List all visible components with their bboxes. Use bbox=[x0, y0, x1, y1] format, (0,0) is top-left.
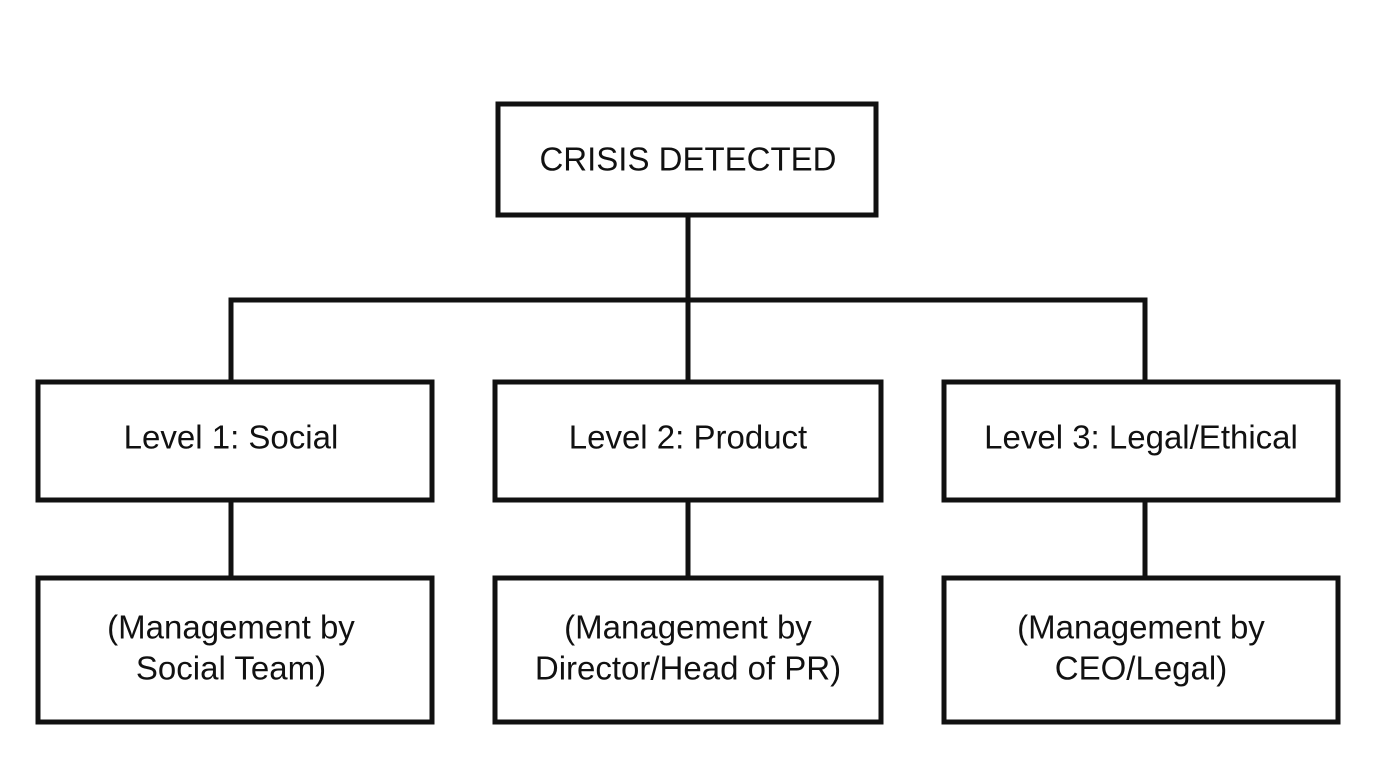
root-node-box bbox=[495, 101, 879, 218]
level-node-2: Level 2: Product bbox=[492, 379, 884, 503]
level-node-box bbox=[35, 379, 435, 503]
management-line-2: Director/Head of PR) bbox=[535, 650, 841, 687]
level-node-label: Level 1: Social bbox=[124, 419, 339, 456]
connectors bbox=[228, 212, 1148, 581]
management-node-1: (Management by Social Team) bbox=[35, 575, 435, 725]
management-line-1: (Management by bbox=[564, 609, 812, 646]
management-line-2: Social Team) bbox=[136, 650, 326, 687]
management-node-box bbox=[941, 575, 1341, 725]
level-node-1: Level 1: Social bbox=[35, 379, 435, 503]
root-node: CRISIS DETECTED bbox=[495, 101, 879, 218]
management-line-2: CEO/Legal) bbox=[1055, 650, 1227, 687]
management-node-2: (Management by Director/Head of PR) bbox=[492, 575, 884, 725]
management-line-1: (Management by bbox=[1017, 609, 1265, 646]
level-node-box bbox=[492, 379, 884, 503]
root-node-label: CRISIS DETECTED bbox=[539, 141, 836, 178]
management-node-box bbox=[35, 575, 435, 725]
level-node-label: Level 3: Legal/Ethical bbox=[984, 419, 1298, 456]
management-line-1: (Management by bbox=[107, 609, 355, 646]
level-node-3: Level 3: Legal/Ethical bbox=[941, 379, 1341, 503]
level-node-label: Level 2: Product bbox=[569, 419, 807, 456]
management-node-box bbox=[492, 575, 884, 725]
management-node-3: (Management by CEO/Legal) bbox=[941, 575, 1341, 725]
level-node-box bbox=[941, 379, 1341, 503]
